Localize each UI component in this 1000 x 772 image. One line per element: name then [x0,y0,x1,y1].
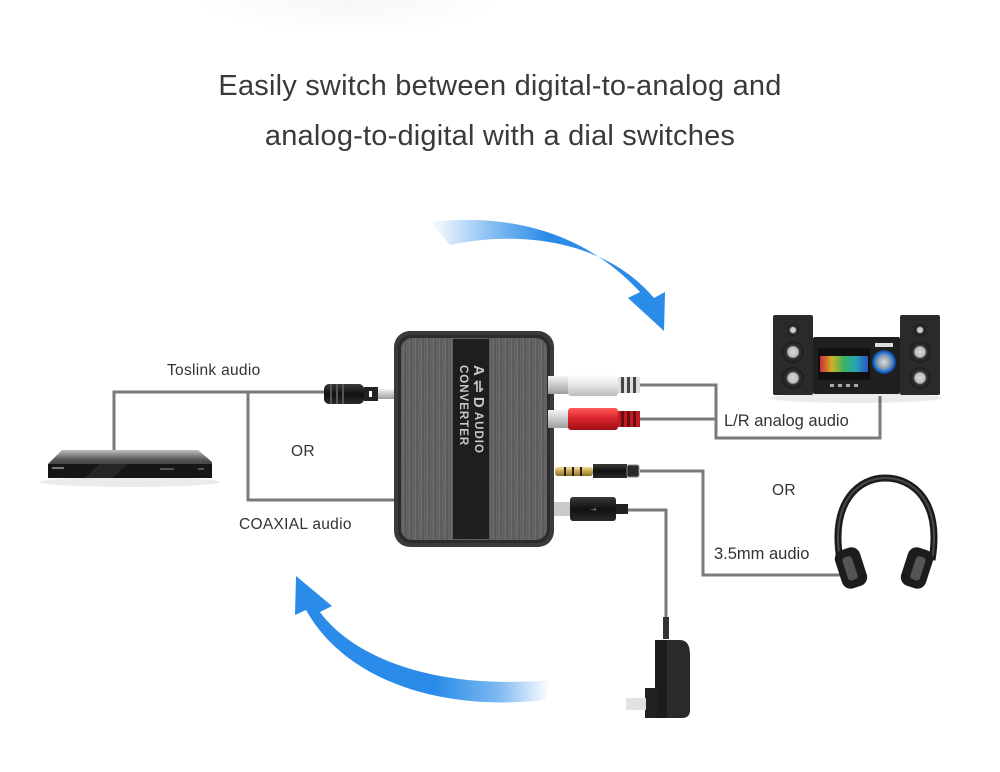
rca-white-plug [548,374,640,396]
stereo-speaker-system [770,315,942,403]
coaxial-label: COAXIAL audio [239,516,352,533]
device-label-name: AUDIO CONVERTER [457,365,484,454]
aux-35mm-label: 3.5mm audio [714,545,810,563]
audio-converter-device [394,331,554,547]
bluray-player [40,450,220,487]
aux-cable [640,469,843,577]
micro-usb-plug: ⇢ [554,497,628,521]
cables [112,383,882,630]
or-label-left: OR [291,443,315,460]
svg-text:⇢: ⇢ [590,505,597,514]
aux-35mm-plug [555,464,640,478]
rca-red-plug [548,408,640,430]
switch-arrows-icon: ⇌ [470,380,487,393]
arrow-digital-to-analog [430,219,665,331]
lr-analog-label: L/R analog audio [724,412,849,430]
toslink-label: Toslink audio [167,362,261,379]
device-label: A ⇌ D AUDIO CONVERTER [457,365,487,535]
rca-white-cable [638,383,718,437]
headphones [834,474,938,589]
toslink-plug [324,384,398,404]
toslink-cable [112,390,330,453]
arrow-analog-to-digital [295,576,550,703]
or-label-right: OR [772,482,796,499]
lr-analog-cable [714,396,882,440]
power-adapter [626,617,690,718]
device-label-d: D [470,396,487,408]
coaxial-cable [246,392,398,502]
headline-line-2: analog-to-digital with a dial switches [264,120,736,152]
usb-power-cable [626,508,668,630]
device-label-a: A [470,365,487,376]
headline-line-1: Easily switch between digital-to-analog … [218,70,782,102]
